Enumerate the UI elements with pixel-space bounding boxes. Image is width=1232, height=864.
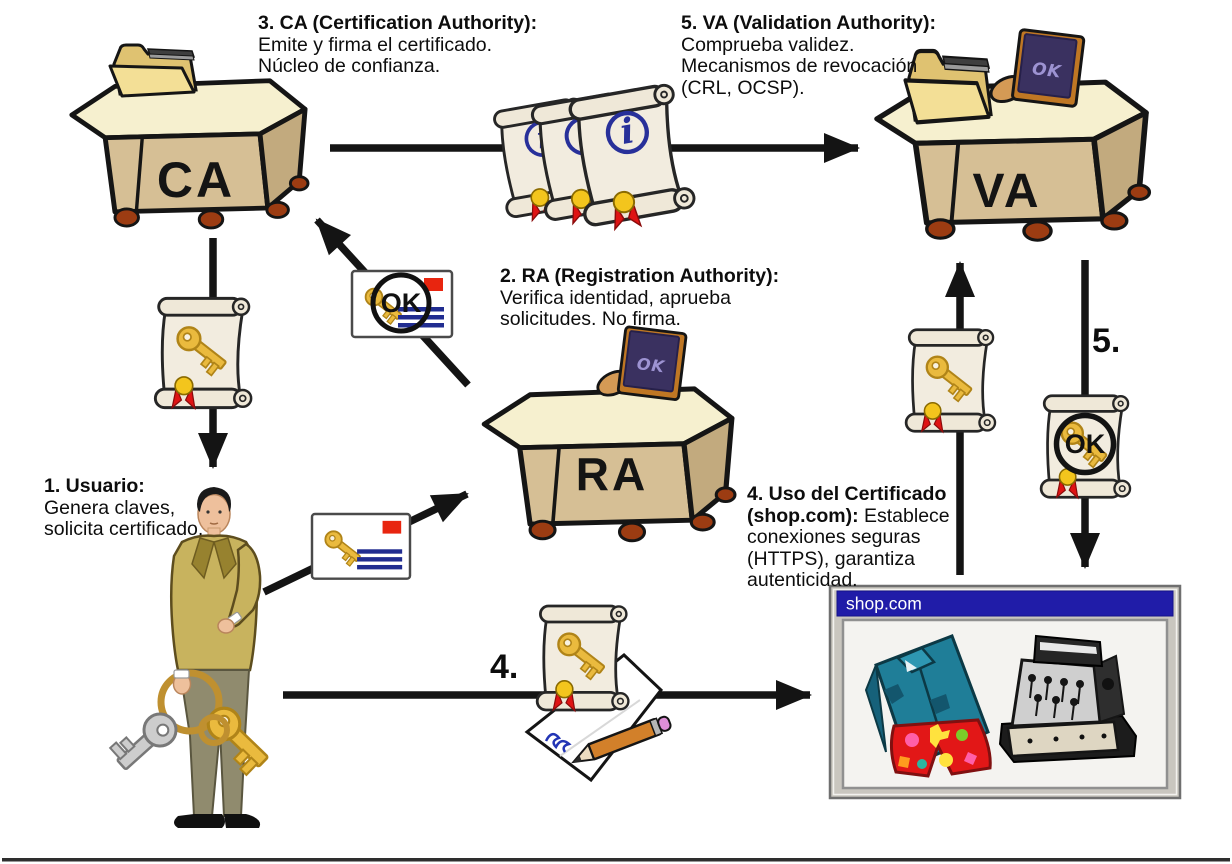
cash-register-graphic xyxy=(998,634,1138,764)
annotation-heading: 3. CA (Certification Authority): xyxy=(258,12,538,34)
key-certificate-scroll-icon xyxy=(906,330,995,432)
annotation-bold: (shop.com): xyxy=(747,504,859,527)
key-certificate-scroll-icon xyxy=(155,298,251,408)
shop-window: shop.com xyxy=(828,584,1182,800)
va-desk: VA xyxy=(877,27,1149,240)
keyring xyxy=(157,669,223,735)
user-figure xyxy=(108,487,269,828)
scroll-ok-text: OK xyxy=(1065,429,1106,459)
annotation-step2: 2. RA (Registration Authority): Verifica… xyxy=(500,265,780,331)
va-desk-label: VA xyxy=(972,165,1041,218)
annotation-step1: 1. Usuario: Genera claves, solicita cert… xyxy=(44,475,204,541)
annotation-rest: Establece xyxy=(858,504,950,527)
jacket xyxy=(169,534,259,672)
envelope-ok-text: OK xyxy=(381,288,422,318)
annotation-line: (shop.com): Establece xyxy=(747,504,950,528)
signing-document-icon xyxy=(524,606,672,783)
shorts-graphic xyxy=(889,718,992,778)
step4-marker: 4. xyxy=(490,648,519,686)
ca-desk: CA xyxy=(72,43,308,228)
shop-window-title-bar xyxy=(836,590,1174,617)
annotation-heading: 1. Usuario: xyxy=(44,475,145,497)
ok-stamp-sign-icon xyxy=(592,325,688,402)
annotation-line: conexiones seguras xyxy=(747,526,921,548)
pencil-icon xyxy=(571,715,672,764)
shoe xyxy=(174,814,225,828)
ok-stamp-sign-icon xyxy=(985,27,1086,109)
annotation-line: solicitudes. No firma. xyxy=(500,308,681,330)
annotation-line: Comprueba validez. xyxy=(681,33,855,56)
validated-ok-scroll-icon: OK xyxy=(1041,396,1130,498)
shop-window-title: shop.com xyxy=(846,594,922,614)
annotation-line: Emite y firma el certificado. xyxy=(258,33,493,56)
annotation-step4: 4. Uso del Certificado (shop.com): Estab… xyxy=(747,483,950,592)
annotation-heading: 2. RA (Registration Authority): xyxy=(500,265,780,287)
annotation-line: Verifica identidad, aprueba xyxy=(500,286,731,309)
ra-desk: RA xyxy=(484,325,735,541)
request-envelope-icon xyxy=(312,514,410,579)
shoe xyxy=(224,814,261,828)
annotation-line: Mecanismos de revocación xyxy=(681,55,918,77)
ca-desk-label: CA xyxy=(157,152,235,208)
annotation-step5: 5. VA (Validation Authority): Comprueba … xyxy=(681,12,936,99)
silver-key-icon xyxy=(108,712,178,771)
annotation-line: solicita certificado. xyxy=(44,518,204,540)
annotation-line: autenticidad. xyxy=(747,569,858,591)
annotation-line: Genera claves, xyxy=(44,496,176,519)
step5-marker: 5. xyxy=(1092,322,1121,360)
annotation-step3: 3. CA (Certification Authority): Emite y… xyxy=(258,12,538,78)
annotation-heading: 5. VA (Validation Authority): xyxy=(681,12,936,34)
annotation-line: Núcleo de confianza. xyxy=(258,55,441,77)
bottom-border-line xyxy=(2,858,1230,862)
annotation-line: (HTTPS), garantiza xyxy=(747,547,915,570)
hair xyxy=(197,487,231,512)
approved-envelope-icon: OK xyxy=(352,271,452,337)
certificate-stack-icon xyxy=(490,83,697,235)
annotation-heading: 4. Uso del Certificado xyxy=(747,483,947,505)
ra-desk-label: RA xyxy=(576,448,648,500)
signature-scribble xyxy=(544,732,572,753)
annotation-line: (CRL, OCSP). xyxy=(681,76,805,99)
folder-icon xyxy=(108,43,198,98)
